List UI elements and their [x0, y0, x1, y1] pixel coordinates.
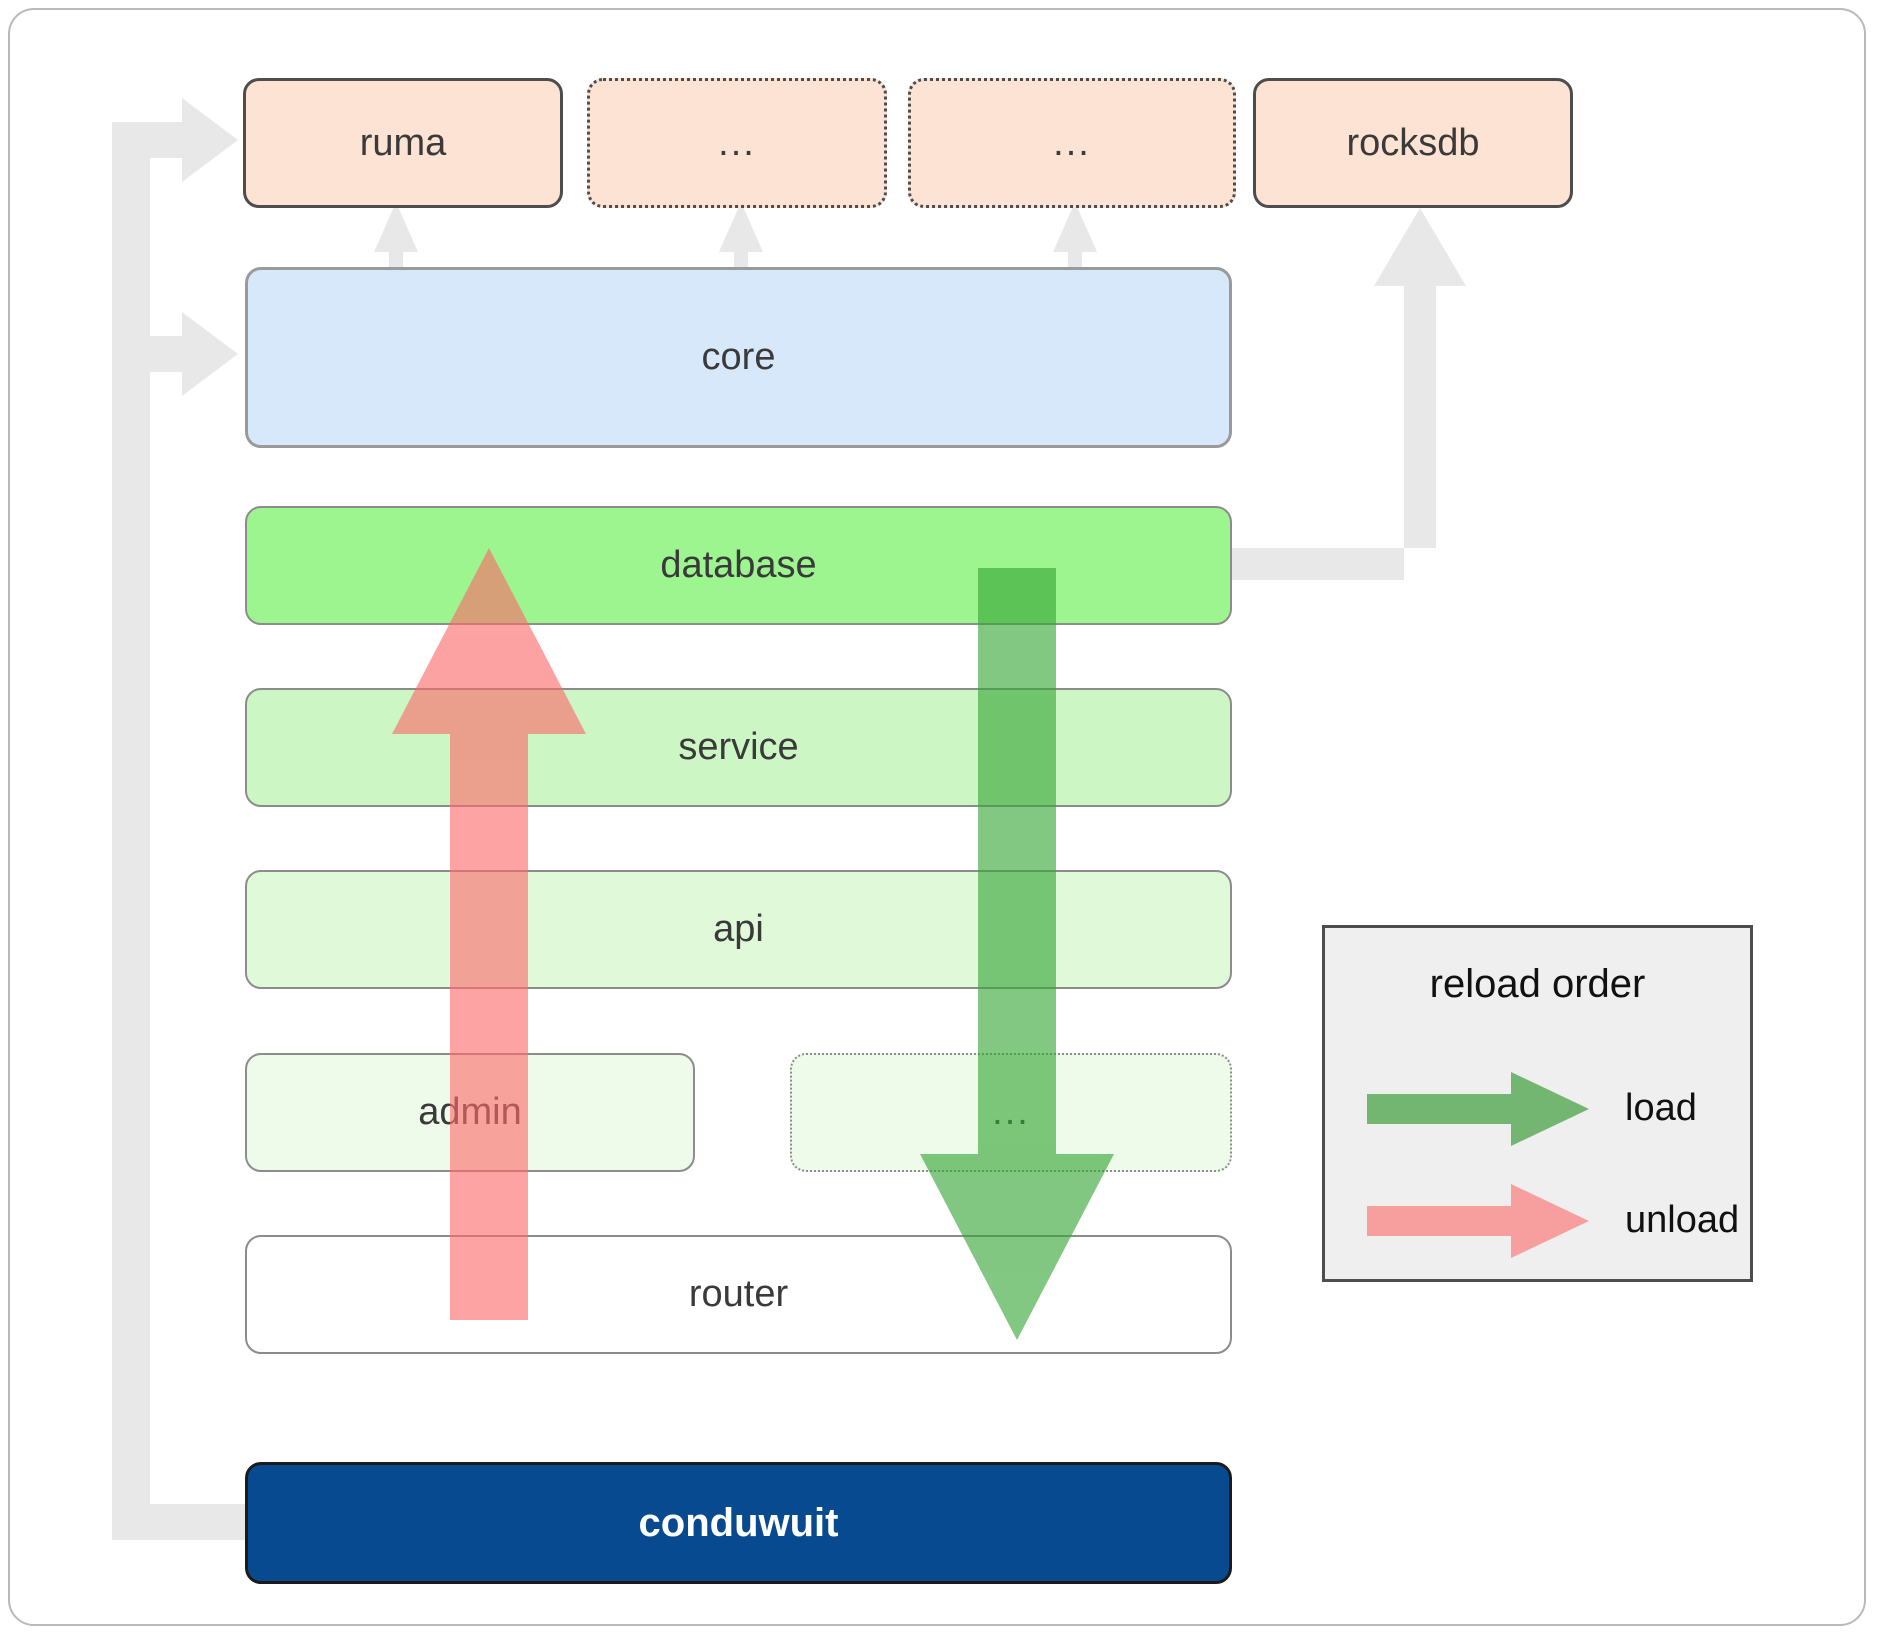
diagram-frame: [8, 8, 1866, 1626]
legend-label-load: load: [1625, 1086, 1697, 1129]
dependency-box-more-2[interactable]: ...: [908, 78, 1236, 208]
layer-box-api[interactable]: api: [245, 870, 1232, 989]
dependency-label: ...: [1053, 121, 1091, 164]
legend-panel: reload order load unload: [1322, 925, 1753, 1282]
legend-label-unload: unload: [1625, 1198, 1740, 1241]
core-box[interactable]: core: [245, 267, 1232, 448]
layer-label: admin: [418, 1091, 522, 1133]
root-box-conduwuit[interactable]: conduwuit: [245, 1462, 1232, 1584]
layer-box-router[interactable]: router: [245, 1235, 1232, 1354]
layer-label: ...: [992, 1091, 1030, 1133]
root-label: conduwuit: [638, 1500, 839, 1545]
dependency-label: rocksdb: [1346, 121, 1480, 164]
layer-label: database: [660, 544, 817, 586]
dependency-box-rocksdb[interactable]: rocksdb: [1253, 78, 1573, 208]
layer-box-admin[interactable]: admin: [245, 1053, 695, 1172]
layer-label: router: [688, 1273, 789, 1315]
unload-arrow-icon: [1367, 1184, 1589, 1258]
legend-row-load: load: [1363, 1068, 1723, 1148]
layer-box-database[interactable]: database: [245, 506, 1232, 625]
load-arrow-icon: [1367, 1072, 1589, 1146]
dependency-label: ...: [718, 121, 756, 164]
legend-row-unload: unload: [1363, 1180, 1739, 1260]
dependency-box-more-1[interactable]: ...: [587, 78, 887, 208]
layer-label: api: [713, 908, 764, 950]
core-label: core: [701, 336, 776, 378]
legend-title: reload order: [1429, 962, 1646, 1006]
layer-box-more[interactable]: ...: [790, 1053, 1232, 1172]
dependency-label: ruma: [359, 121, 447, 164]
layer-box-service[interactable]: service: [245, 688, 1232, 807]
dependency-box-ruma[interactable]: ruma: [243, 78, 563, 208]
layer-label: service: [678, 726, 799, 768]
